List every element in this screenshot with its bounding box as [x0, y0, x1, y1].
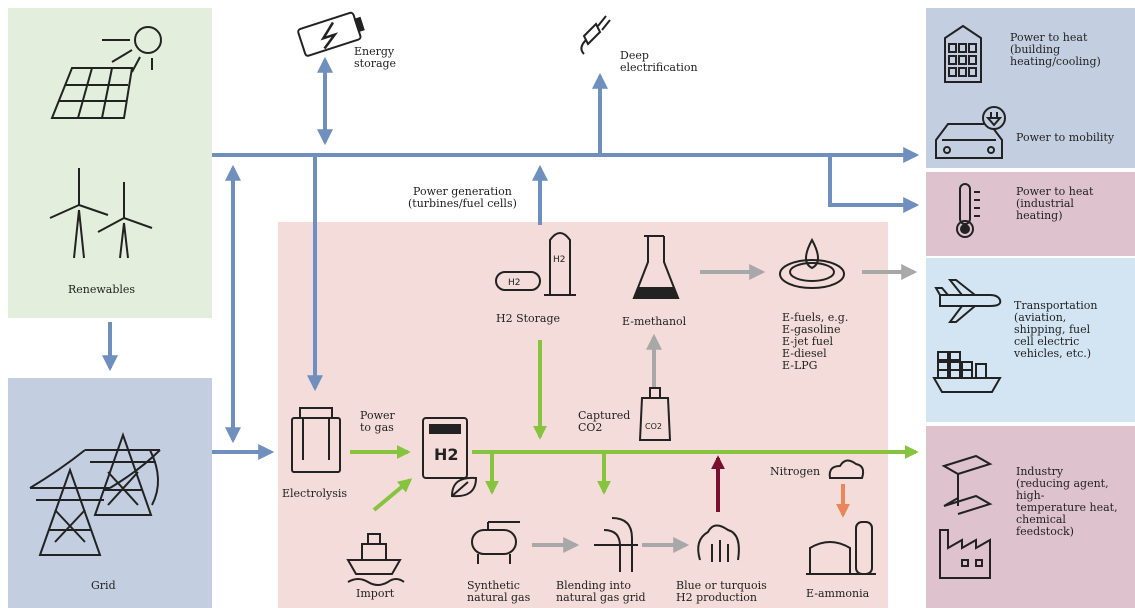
electricity-arrows [102, 56, 920, 460]
renewables-label: Renewables [68, 283, 136, 296]
gas-tank-icon [471, 521, 520, 564]
renewables-panel [8, 8, 212, 318]
nitrogen-label: Nitrogen [770, 465, 821, 478]
industry-label: Industry (reducing agent, high- temperat… [1016, 465, 1118, 538]
electrolyser-icon [291, 407, 341, 473]
grid-panel [8, 378, 212, 608]
ship-icon [346, 533, 405, 586]
power-to-mobility-label: Power to mobility [1016, 131, 1115, 144]
co2-bottle-label: CO2 [645, 422, 662, 431]
synthetic-gas-label: Synthetic natural gas [467, 579, 531, 604]
steel-beam-icon [941, 454, 993, 515]
import-label: Import [356, 587, 395, 600]
h2-storage-tower-label: H2 [553, 255, 566, 265]
power-to-gas-label: Power to gas [360, 409, 395, 434]
building-mobility-panel [926, 8, 1135, 168]
factory-icon [939, 529, 991, 579]
thermometer-icon [956, 183, 980, 238]
electric-car-icon [935, 106, 1006, 159]
captured-co2-label: Captured CO2 [578, 409, 631, 434]
fuel-drop-icon [779, 237, 845, 289]
power-generation-label: Power generation (turbines/fuel cells) [408, 185, 517, 210]
flask-icon [632, 235, 680, 299]
h2-storage-label: H2 Storage [496, 312, 561, 325]
process-arrows [532, 264, 918, 553]
deep-electrification-label: Deep electrification [620, 49, 698, 74]
cloud-icon [828, 459, 865, 479]
grid-label: Grid [91, 579, 116, 592]
blue-h2-production-label: Blue or turquois H2 production [676, 579, 767, 604]
wind-turbine-icon [49, 168, 153, 259]
hydrogen-icon [422, 417, 478, 498]
e-ammonia-label: E-ammonia [806, 587, 870, 600]
hydrogen-arrows [350, 340, 919, 512]
container-ship-icon [932, 351, 1002, 393]
h2-production-icon [697, 524, 740, 562]
energy-storage-label: Energy storage [354, 45, 397, 70]
airplane-icon [934, 279, 1002, 323]
blending-label: Blending into natural gas grid [556, 579, 646, 604]
solar-panel-icon [50, 67, 134, 119]
e-methanol-label: E-methanol [622, 315, 687, 328]
sun-icon [102, 26, 162, 73]
h2-storage-icon [495, 232, 576, 296]
pipe-valve-icon [594, 517, 638, 572]
ammonia-plant-icon [806, 521, 876, 575]
transportation-label: Transportation (aviation, shipping, fuel… [1014, 299, 1098, 360]
plug-icon [580, 15, 611, 55]
power-to-heat-building-label: Power to heat (building heating/cooling) [1010, 31, 1101, 68]
e-fuels-label: E-fuels, e.g. E-gasoline E-jet fuel E-di… [782, 311, 849, 372]
electrolysis-label: Electrolysis [282, 487, 348, 500]
power-pylon-icon [29, 431, 161, 556]
h2-storage-tank-label: H2 [508, 278, 521, 288]
battery-icon [297, 11, 365, 57]
co2-bottle-icon [638, 387, 672, 441]
building-icon [944, 24, 982, 83]
hydrogen-icon-label: H2 [434, 445, 459, 464]
transportation-panel [926, 258, 1135, 422]
power-to-heat-industrial-label: Power to heat (industrial heating) [1016, 185, 1094, 222]
